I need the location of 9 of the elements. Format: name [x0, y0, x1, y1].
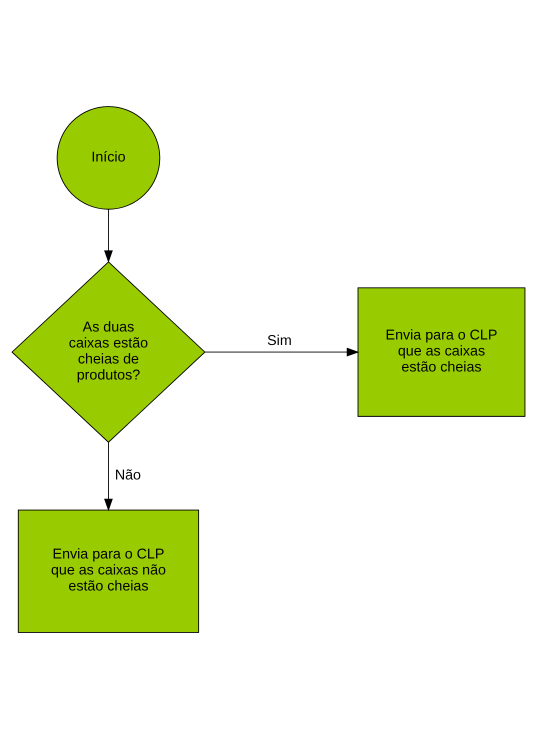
arrow	[104, 208, 113, 262]
edge-label: Não	[114, 467, 142, 484]
node-circle: Início	[56, 106, 160, 210]
edge-label: Sim	[267, 332, 292, 348]
node-box: Envia para o CLP que as caixas estão cheias	[358, 286, 526, 416]
node-diamond: As duas caixas estão cheias de produtos?	[11, 260, 206, 442]
arrow	[204, 347, 360, 356]
node-box: Envia para o CLP que as caixas não estão cheias	[18, 509, 200, 632]
arrow	[104, 441, 113, 511]
